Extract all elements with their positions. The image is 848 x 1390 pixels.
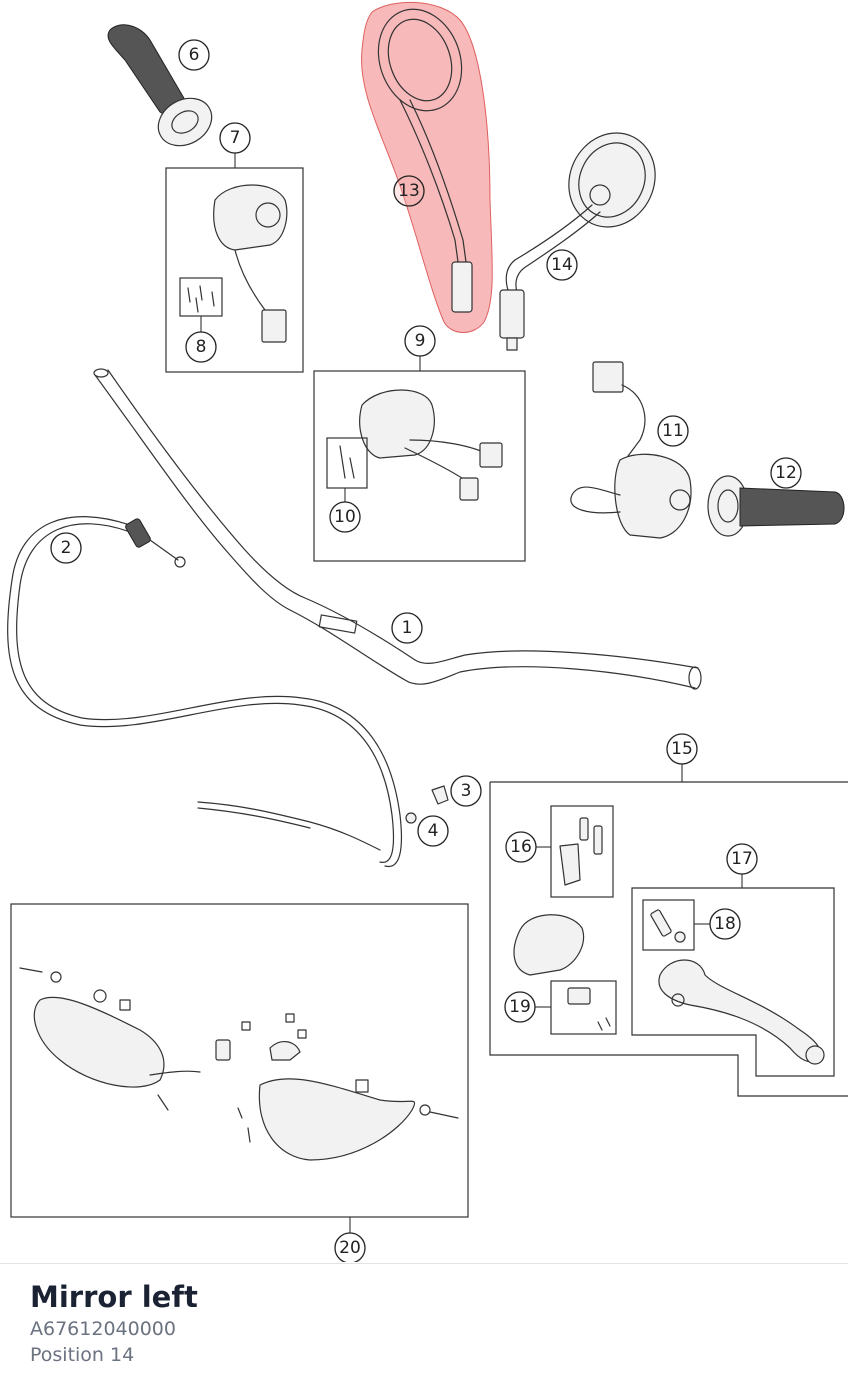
svg-text:18: 18 <box>714 914 736 934</box>
part-position: Position 14 <box>30 1344 135 1366</box>
callout-19[interactable]: 19 <box>504 991 536 1023</box>
left-switch-drawing <box>213 184 288 343</box>
info-divider <box>0 1263 848 1264</box>
callout-14[interactable]: 14 <box>546 249 578 281</box>
handguard-left-drawing <box>19 967 201 1111</box>
svg-text:7: 7 <box>230 128 241 148</box>
callout-12[interactable]: 12 <box>770 457 802 489</box>
screws-10-drawing <box>339 445 355 479</box>
svg-text:14: 14 <box>551 255 573 275</box>
parts-diagram: 1 2 3 4 6 7 8 9 10 11 12 13 14 15 16 17 … <box>7 1 848 1262</box>
svg-text:19: 19 <box>509 997 531 1017</box>
callout-4[interactable]: 4 <box>417 815 449 847</box>
svg-text:20: 20 <box>339 1238 361 1258</box>
svg-text:4: 4 <box>428 821 439 841</box>
svg-text:11: 11 <box>662 421 684 441</box>
svg-text:12: 12 <box>775 463 797 483</box>
throttle-switch-drawing <box>570 361 692 539</box>
callout-1[interactable]: 1 <box>391 612 423 644</box>
callout-20[interactable]: 20 <box>334 1232 366 1262</box>
callout-16[interactable]: 16 <box>505 831 537 863</box>
bolt-18-drawing <box>650 909 686 943</box>
svg-text:17: 17 <box>731 849 753 869</box>
switch-19-drawing <box>567 987 611 1031</box>
callout-10[interactable]: 10 <box>329 501 361 533</box>
part-number: A67612040000 <box>30 1318 176 1340</box>
callout-3[interactable]: 3 <box>450 775 482 807</box>
callout-13[interactable]: 13 <box>393 175 425 207</box>
brake-lever-drawing <box>658 959 825 1065</box>
callout-7[interactable]: 7 <box>219 122 251 154</box>
grip-right-drawing <box>707 475 845 537</box>
svg-text:3: 3 <box>461 781 472 801</box>
callout-18[interactable]: 18 <box>709 908 741 940</box>
callout-6[interactable]: 6 <box>178 39 210 71</box>
svg-text:15: 15 <box>671 739 693 759</box>
callout-2[interactable]: 2 <box>50 532 82 564</box>
svg-text:13: 13 <box>398 181 420 201</box>
highlighted-mirror-left[interactable] <box>361 1 493 333</box>
grip-left-drawing <box>107 24 213 147</box>
screws-8-drawing <box>187 285 215 313</box>
svg-text:9: 9 <box>415 331 426 351</box>
svg-text:10: 10 <box>334 507 356 527</box>
mirror-left-drawing <box>377 8 473 313</box>
part-name: Mirror left <box>30 1280 198 1314</box>
svg-text:1: 1 <box>402 618 413 638</box>
handguard-right-drawing <box>237 1078 459 1161</box>
svg-text:6: 6 <box>189 45 200 65</box>
svg-text:16: 16 <box>510 837 532 857</box>
mount-parts-drawing <box>215 1013 307 1061</box>
screw-3-drawing <box>431 785 449 805</box>
right-switch-drawing <box>359 389 503 501</box>
clamp-16-drawing <box>559 817 603 886</box>
clutch-cable-drawing <box>7 516 403 868</box>
callout-15[interactable]: 15 <box>666 733 698 765</box>
callout-8[interactable]: 8 <box>185 331 217 363</box>
handlebar-drawing <box>93 368 702 690</box>
master-cylinder-drawing <box>513 914 584 976</box>
svg-text:8: 8 <box>196 337 207 357</box>
callout-11[interactable]: 11 <box>657 415 689 447</box>
nut-4-drawing <box>405 812 417 824</box>
mirror-right-drawing <box>499 132 656 351</box>
callout-9[interactable]: 9 <box>404 325 436 357</box>
svg-text:2: 2 <box>61 538 72 558</box>
part-info-panel: Mirror left A67612040000 Position 14 <box>30 1278 198 1368</box>
callout-17[interactable]: 17 <box>726 843 758 875</box>
